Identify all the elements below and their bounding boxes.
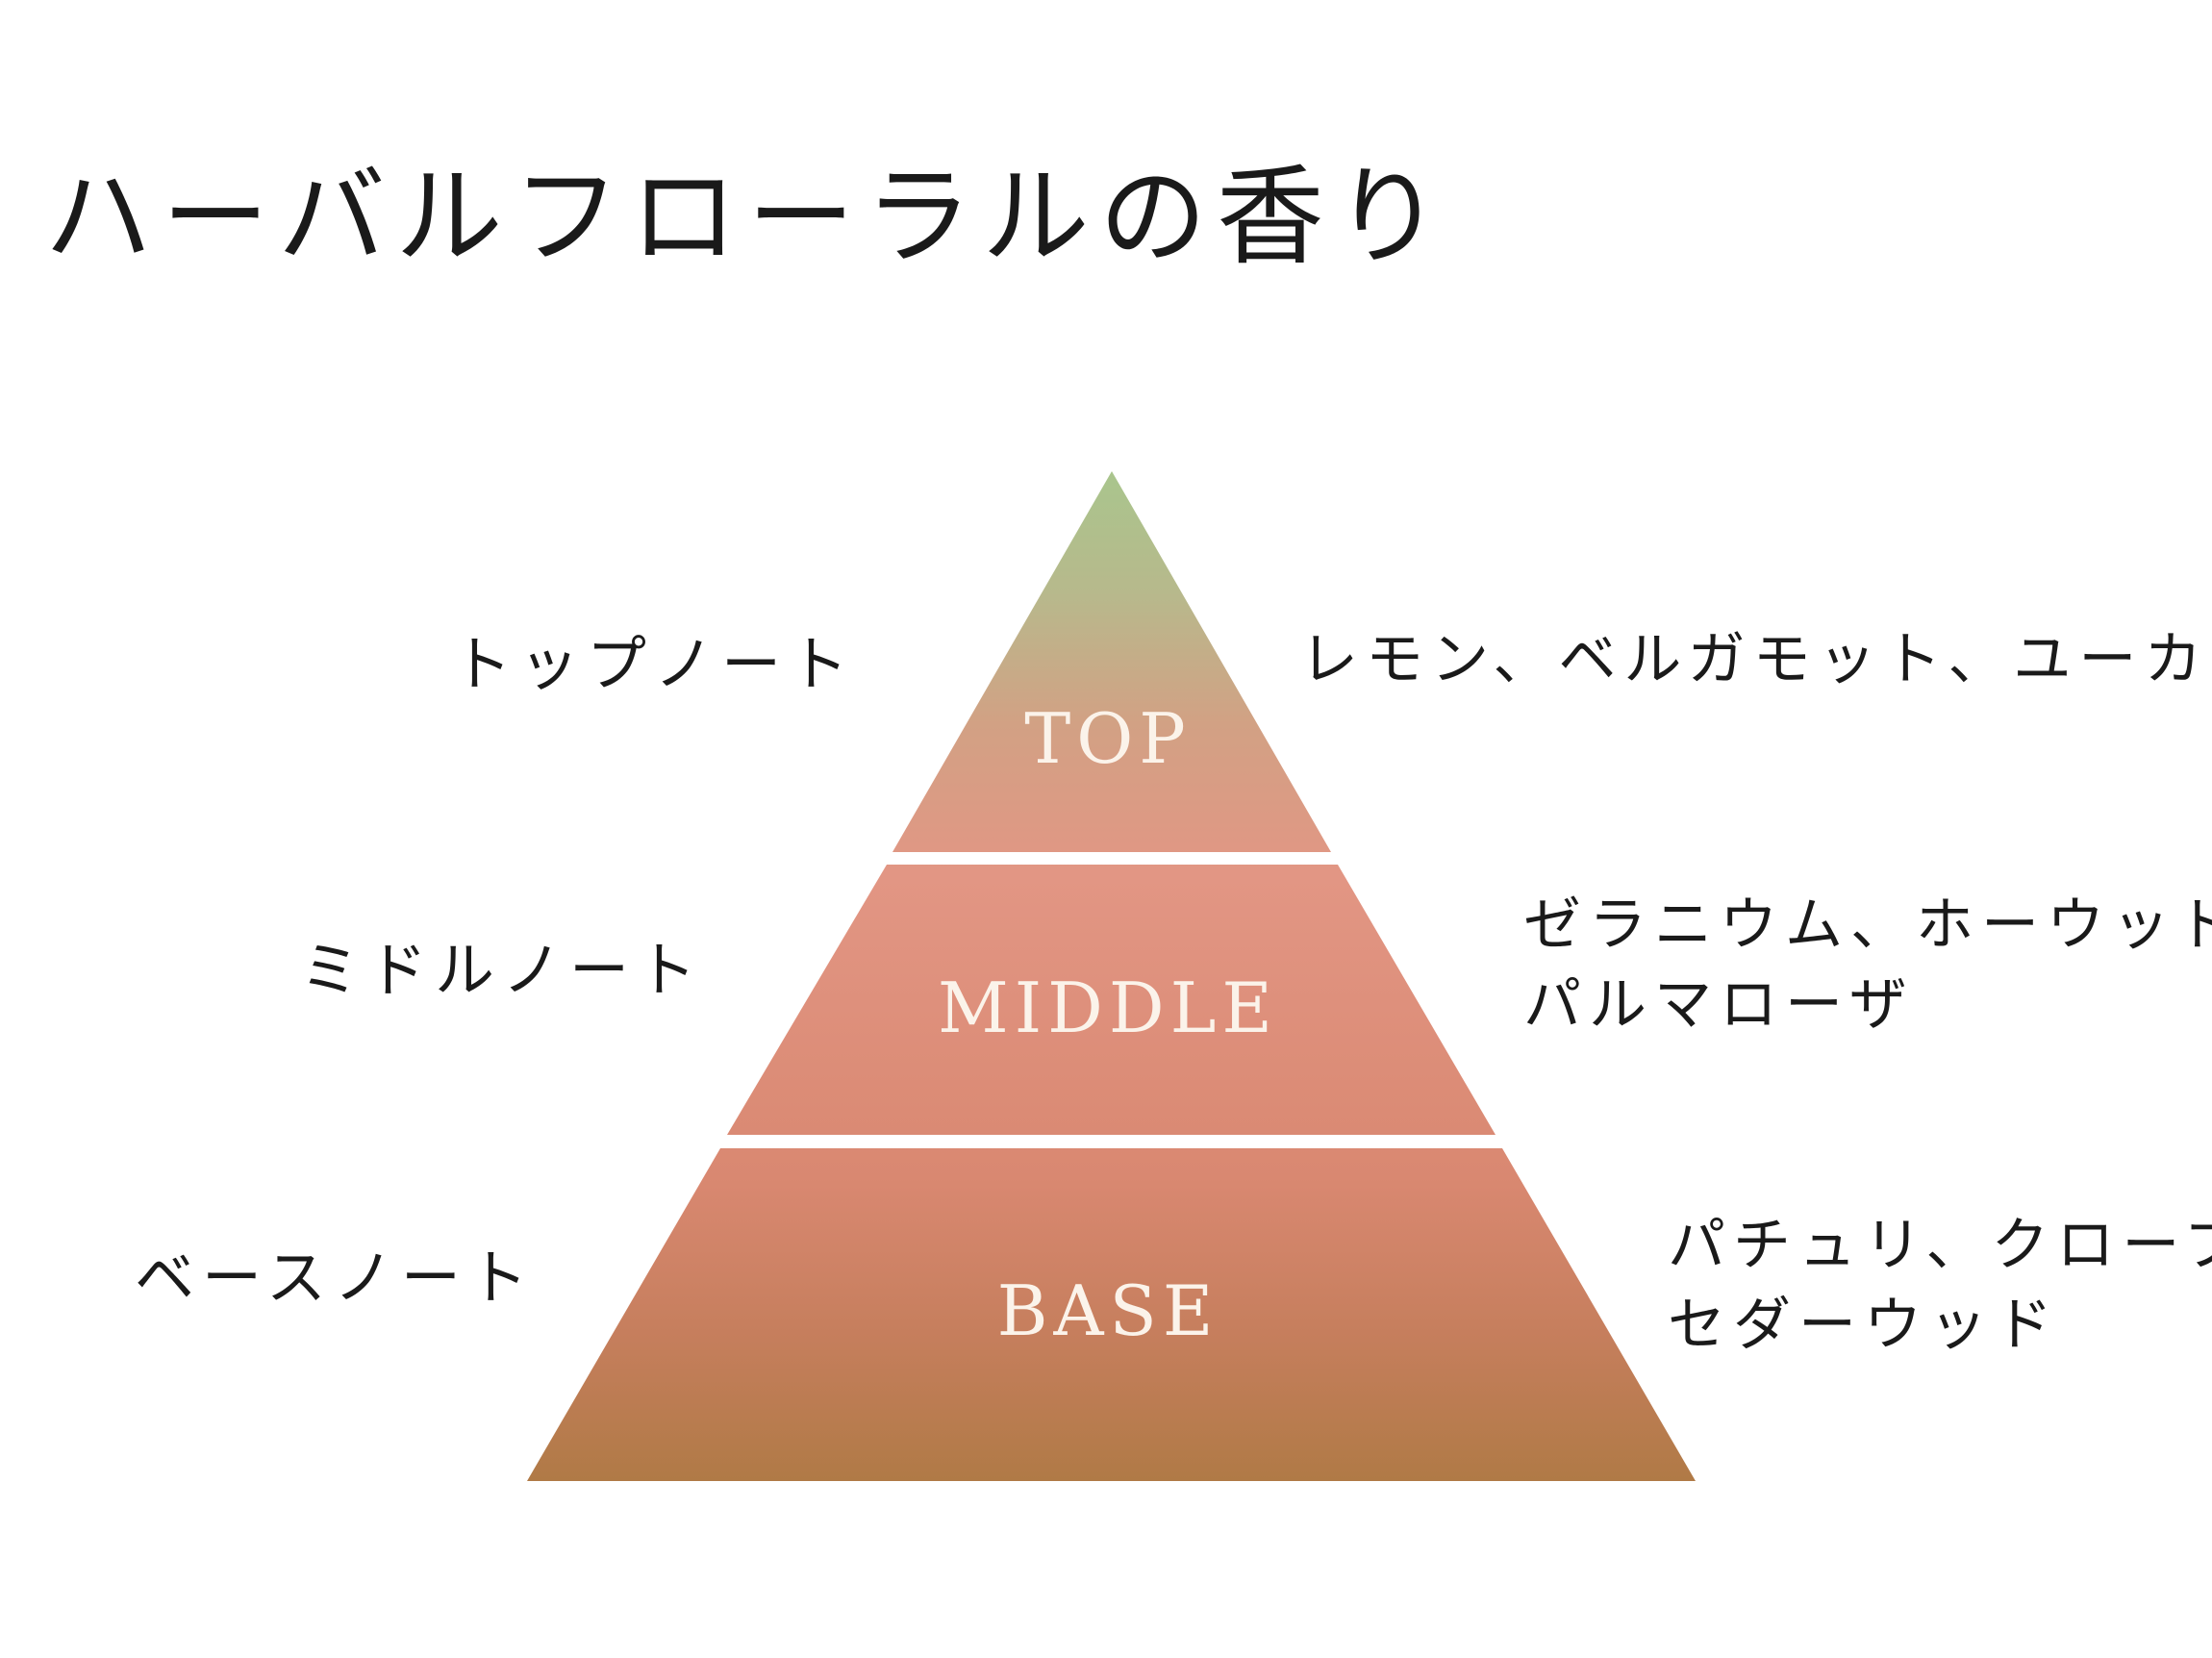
ingredient-line: セダーウッド xyxy=(1668,1291,2060,1359)
ingredients-top: レモン、ベルガモット、ユーカリ xyxy=(1300,620,2212,700)
ingredient-line: パチュリ、クローブ xyxy=(1668,1212,2212,1279)
pyramid-tier-middle xyxy=(727,865,1496,1135)
ingredient-line: レモン、ベルガモット、ユーカリ xyxy=(1300,626,2212,693)
page-title: ハーバルフローラルの香り xyxy=(44,155,1451,280)
note-name-middle: ミドルノート xyxy=(300,935,705,1005)
ingredient-line: ゼラニウム、ホーウッド xyxy=(1523,892,2212,959)
tier-label-base: BASE xyxy=(997,1270,1219,1351)
note-name-top: トップノート xyxy=(452,629,857,699)
ingredient-line: パルマローザ xyxy=(1523,970,1915,1039)
tier-label-middle: MIDDLE xyxy=(938,967,1278,1048)
tier-label-top: TOP xyxy=(1024,698,1192,779)
ingredients-middle: ゼラニウム、ホーウッド パルマローザ xyxy=(1523,886,2212,1045)
note-name-base: ベースノート xyxy=(135,1243,536,1313)
pyramid-tier-top xyxy=(892,471,1331,852)
ingredients-base: パチュリ、クローブ セダーウッド xyxy=(1668,1206,2212,1366)
pyramid-tier-base xyxy=(527,1148,1696,1481)
